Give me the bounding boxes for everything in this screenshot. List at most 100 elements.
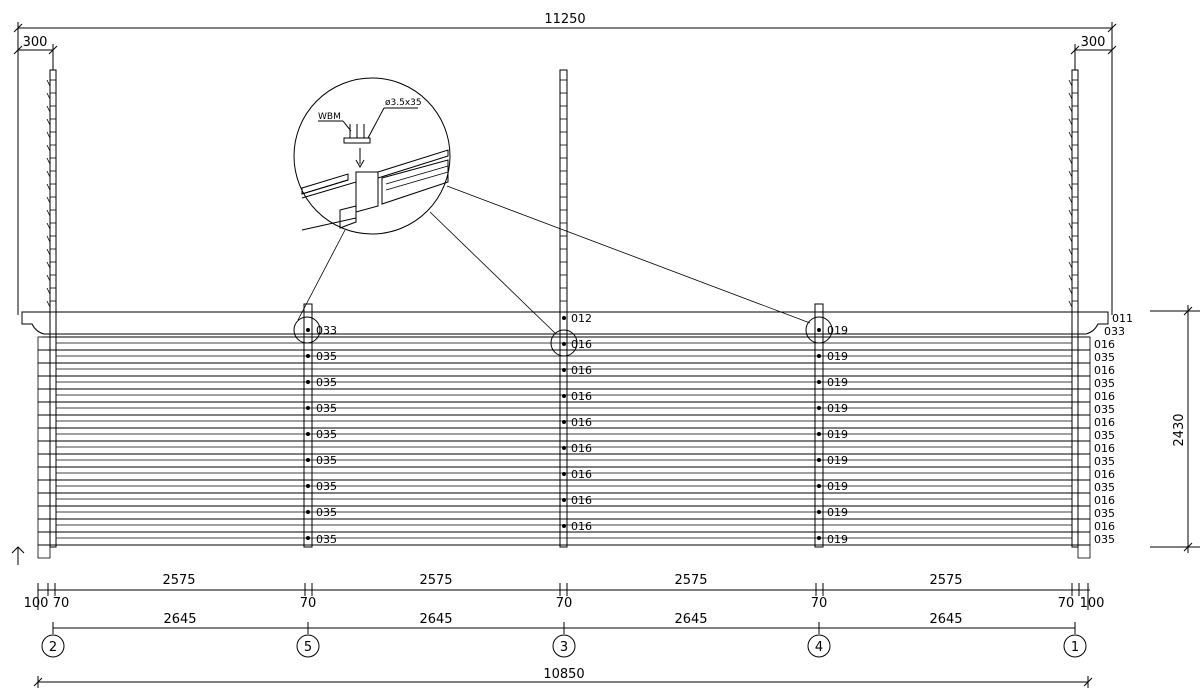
log-end-left — [37, 362, 51, 377]
post-label: 016 — [571, 416, 592, 429]
top-dimension: 11250 300 300 — [13, 12, 1117, 315]
fastener-dot — [817, 484, 821, 488]
right-label: 016 — [1094, 390, 1115, 403]
log-end-left — [37, 414, 51, 429]
log-end-right — [1077, 388, 1091, 403]
post-notch — [46, 183, 51, 191]
axis-markers: 2 5 3 4 1 — [41, 634, 1087, 658]
post-notches — [46, 79, 1078, 308]
right-label: 035 — [1094, 403, 1115, 416]
axis-circle — [41, 634, 65, 658]
right-label: 035 — [1094, 429, 1115, 442]
post-width: 70 — [1058, 596, 1075, 611]
detail-circle — [293, 77, 451, 235]
post-width: 70 — [556, 596, 573, 611]
post-notch — [1068, 92, 1073, 100]
log-end-right — [1077, 362, 1091, 377]
post-notch — [1068, 209, 1073, 217]
post-label: 019 — [827, 428, 848, 441]
log-end-right — [1077, 453, 1091, 468]
fastener-dot — [817, 458, 821, 462]
post-notch — [1068, 157, 1073, 165]
fastener-dot — [817, 536, 821, 540]
fastener-dot — [817, 406, 821, 410]
log-end-left — [37, 336, 51, 351]
span-lower: 2645 — [419, 612, 452, 627]
post-label: 016 — [571, 390, 592, 403]
fastener-dot — [562, 342, 566, 346]
post-notch — [46, 196, 51, 204]
post-notch — [46, 144, 51, 152]
overall-top-length: 11250 — [544, 12, 585, 27]
callout-marker — [550, 329, 578, 357]
fastener-dot — [817, 510, 821, 514]
post-notch — [46, 170, 51, 178]
post-notch — [46, 105, 51, 113]
right-label: 035 — [1094, 481, 1115, 494]
post-right — [1071, 69, 1079, 548]
post-label: 035 — [316, 480, 337, 493]
post-label: 019 — [827, 533, 848, 546]
post-label: 012 — [571, 312, 592, 325]
post-label: 019 — [827, 324, 848, 337]
log-end-left — [37, 440, 51, 455]
axis-label: 3 — [560, 640, 568, 655]
post-label: 035 — [316, 350, 337, 363]
post-label: 016 — [571, 494, 592, 507]
right-label: 016 — [1094, 520, 1115, 533]
fastener-dot — [306, 484, 310, 488]
log-end-right — [1077, 466, 1091, 481]
axis-label: 5 — [304, 640, 312, 655]
fastener-dot — [817, 354, 821, 358]
post-width: 70 — [300, 596, 317, 611]
callout-marker — [805, 316, 833, 344]
fastener-dot — [817, 380, 821, 384]
span-lower: 2645 — [929, 612, 962, 627]
post-notch — [1068, 131, 1073, 139]
end-width-left: 100 — [24, 596, 49, 611]
post-label: 019 — [827, 480, 848, 493]
post-left — [49, 69, 57, 548]
log-end-right — [1077, 492, 1091, 507]
post-notch — [1068, 170, 1073, 178]
fastener-dot — [306, 354, 310, 358]
post-5-labels: 033 035 035 035 035 035 035 035 035 — [316, 324, 337, 546]
post-notch — [46, 79, 51, 87]
fastener-dot — [306, 380, 310, 384]
fastener-dot — [562, 446, 566, 450]
post-notch — [1068, 300, 1073, 308]
axis-label: 4 — [815, 640, 823, 655]
post-width: 70 — [811, 596, 828, 611]
fastener-dot — [562, 420, 566, 424]
post-notch — [1068, 235, 1073, 243]
log-end-right — [1077, 440, 1091, 455]
post-label: 016 — [571, 338, 592, 351]
right-label: 035 — [1094, 533, 1115, 546]
axis-circle — [1063, 634, 1087, 658]
post-notch — [46, 287, 51, 295]
top-beam — [21, 311, 1109, 335]
overhang-right: 300 — [1081, 35, 1106, 50]
fastener-dots — [306, 316, 821, 540]
right-label: 016 — [1094, 468, 1115, 481]
post-axis-5 — [303, 303, 313, 548]
log-end-left — [37, 349, 51, 364]
right-label: 016 — [1094, 364, 1115, 377]
axis-circle — [552, 634, 576, 658]
callout-markers — [293, 316, 833, 357]
post-label: 019 — [827, 506, 848, 519]
post-notch — [46, 157, 51, 165]
post-label: 035 — [316, 428, 337, 441]
post-notch — [46, 261, 51, 269]
beam-detail-graphic — [301, 148, 449, 231]
log-end-left — [37, 427, 51, 442]
log-end-left — [37, 544, 51, 559]
log-end-right — [1077, 544, 1091, 559]
span-lower: 2645 — [674, 612, 707, 627]
callout-marker — [293, 316, 321, 344]
axis-label: 2 — [49, 640, 57, 655]
fastener-dot — [562, 394, 566, 398]
right-label: 016 — [1094, 494, 1115, 507]
right-label: 016 — [1094, 442, 1115, 455]
